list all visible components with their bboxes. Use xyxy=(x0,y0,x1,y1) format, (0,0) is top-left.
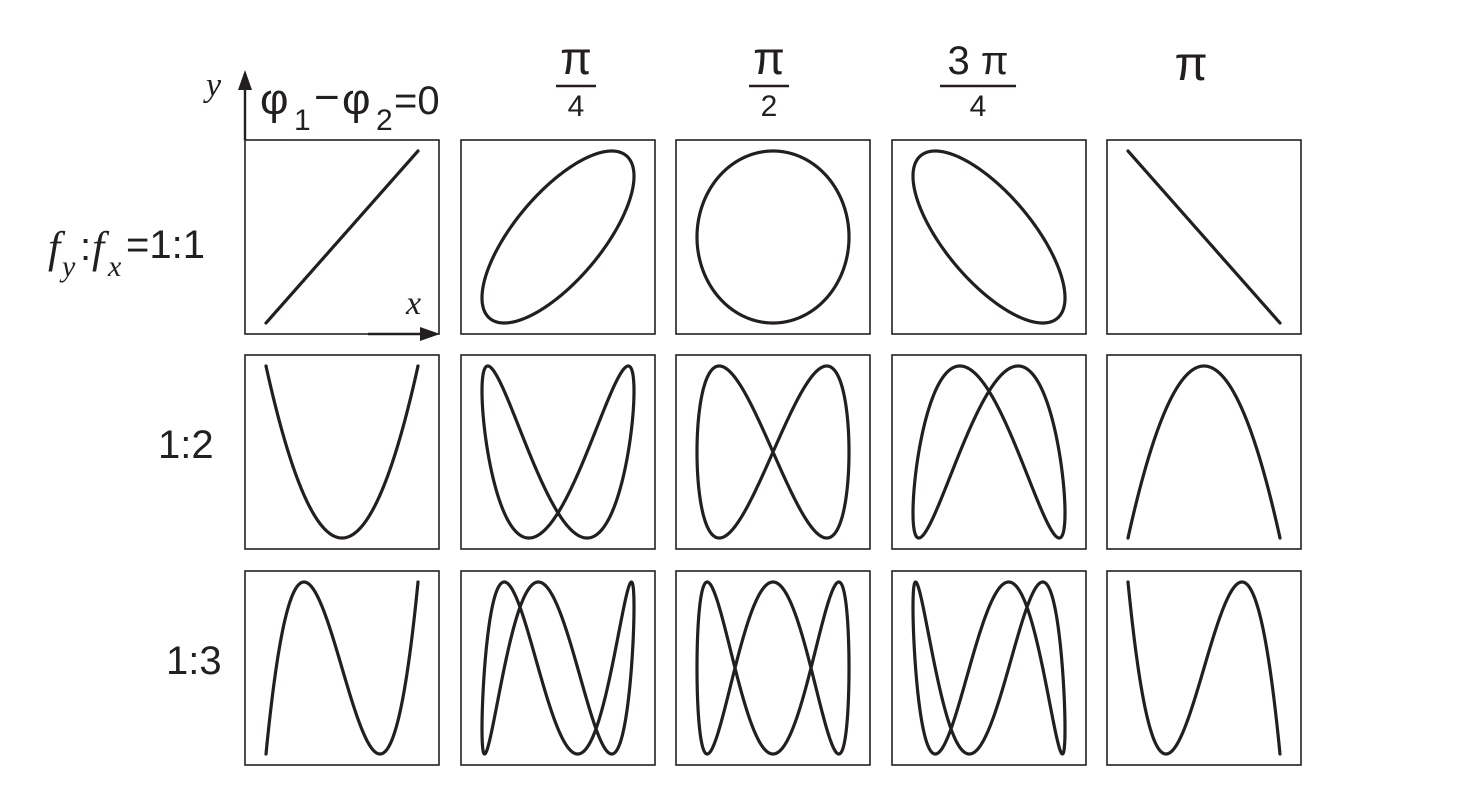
row-label-1-3: 1:3 xyxy=(166,639,222,683)
phase-equals-zero: =0 xyxy=(394,79,440,123)
phase-phi-2: φ xyxy=(342,75,371,124)
y-axis-arrowhead xyxy=(238,70,252,90)
panel-frame-1-3-3pi-4 xyxy=(891,570,1087,766)
phase-minus: − xyxy=(314,73,340,122)
lissajous-curve-1-1-pi-4 xyxy=(480,149,636,325)
lissajous-curve-1-3-0 xyxy=(264,580,420,756)
phase-label: φ 1 − φ 2 =0 xyxy=(260,73,440,137)
lissajous-curve-1-1-pi-2 xyxy=(695,149,851,325)
x-axis-label: x xyxy=(405,285,421,322)
x-axis-arrowhead xyxy=(420,327,440,341)
lissajous-curve-1-2-pi xyxy=(1126,364,1282,540)
lissajous-curve-1-1-0 xyxy=(264,149,420,325)
panel-frame-1-2-0 xyxy=(244,354,440,550)
lissajous-curve-1-2-pi-4 xyxy=(480,364,636,540)
row-label-1-2: 1:2 xyxy=(158,423,214,467)
phase-sub-1: 1 xyxy=(294,104,311,137)
phase-phi-1: φ xyxy=(260,75,289,124)
panel-frame-1-3-pi-2 xyxy=(675,570,871,766)
col-numerator: π xyxy=(753,32,785,84)
col-denominator: 2 xyxy=(761,90,778,123)
lissajous-curve-1-3-pi xyxy=(1126,580,1282,756)
col-denominator: 4 xyxy=(970,90,987,123)
y-axis-label: y xyxy=(203,67,222,104)
lissajous-curve-1-3-pi-4 xyxy=(480,580,636,756)
panel-frame-1-1-0 xyxy=(244,139,440,335)
lissajous-curve-1-1-3pi-4 xyxy=(911,149,1067,325)
col-numerator: π xyxy=(1174,38,1207,91)
panel-frame-1-1-pi-4 xyxy=(460,139,656,335)
row-sub-x: x xyxy=(107,250,122,283)
panel-frame-1-2-pi-2 xyxy=(675,354,871,550)
lissajous-curve-1-2-pi-2 xyxy=(695,364,851,540)
col-denominator: 4 xyxy=(568,90,585,123)
panel-frame-1-2-pi xyxy=(1106,354,1302,550)
row-ratio: =1:1 xyxy=(126,223,205,267)
col-header-pi-4: π 4 xyxy=(556,32,596,123)
col-header-pi: π xyxy=(1174,38,1207,91)
lissajous-curve-1-1-pi xyxy=(1126,149,1282,325)
lissajous-curve-1-2-0 xyxy=(264,364,420,540)
panel-frame-1-1-pi xyxy=(1106,139,1302,335)
row-sub-y: y xyxy=(59,250,76,283)
panel-frame-1-2-3pi-4 xyxy=(891,354,1087,550)
phase-sub-2: 2 xyxy=(376,104,393,137)
col-numerator: 3 π xyxy=(948,39,1009,83)
panel-frame-1-1-pi-2 xyxy=(675,139,871,335)
panel-grid xyxy=(244,139,1302,766)
lissajous-curve-1-3-pi-2 xyxy=(695,580,851,756)
col-header-3pi-4: 3 π 4 xyxy=(940,39,1016,123)
col-numerator: π xyxy=(560,32,592,84)
row-label-1-1: f y : f x =1:1 xyxy=(48,223,205,283)
panel-frame-1-1-3pi-4 xyxy=(891,139,1087,335)
lissajous-curve-1-3-3pi-4 xyxy=(911,580,1067,756)
panel-frame-1-2-pi-4 xyxy=(460,354,656,550)
row-colon: : xyxy=(80,225,91,269)
col-header-pi-2: π 2 xyxy=(749,32,789,123)
panel-frame-1-3-pi-4 xyxy=(460,570,656,766)
lissajous-curve-1-2-3pi-4 xyxy=(911,364,1067,540)
panel-frame-1-3-0 xyxy=(244,570,440,766)
panel-frame-1-3-pi xyxy=(1106,570,1302,766)
